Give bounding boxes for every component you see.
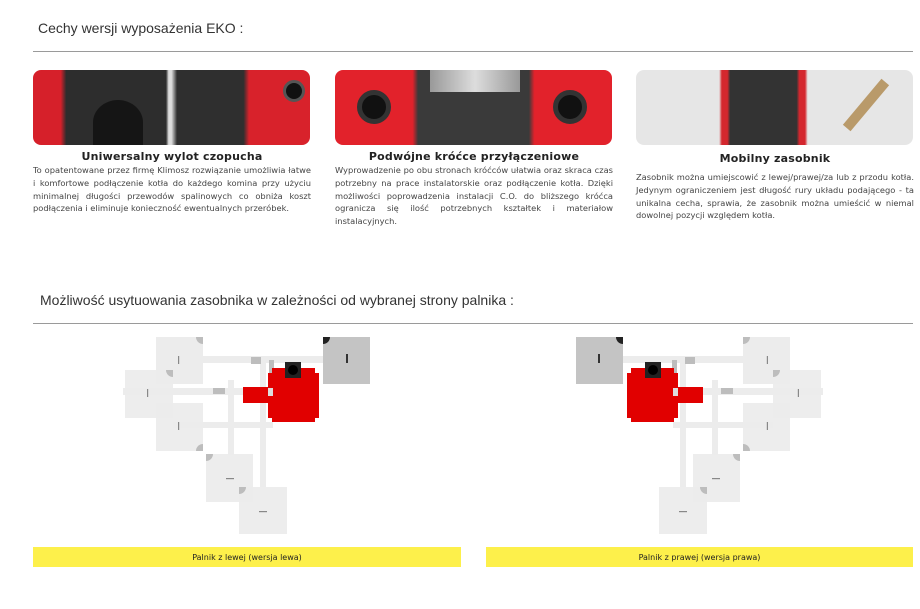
caption-right-burner: Palnik z prawej (wersja prawa) — [486, 547, 913, 567]
feature-title: Uniwersalny wylot czopucha — [81, 150, 263, 163]
left-burner-layout-diagram — [123, 337, 370, 534]
mobile-hopper-photo — [636, 70, 913, 145]
caption-left-burner: Palnik z lewej (wersja lewa) — [33, 547, 461, 567]
feature-text: Zasobnik można umiejscowić z lewej/prawe… — [636, 172, 914, 221]
section-title-features: Cechy wersji wyposażenia EKO : — [38, 20, 244, 36]
right-burner-layout-diagram — [576, 337, 823, 534]
feature-mobile-hopper: Mobilny zasobnik Zasobnik można umiejsco… — [636, 152, 914, 222]
feature-flue-outlet: Uniwersalny wylot czopucha To opatentowa… — [33, 150, 311, 215]
feature-text: To opatentowane przez firmę Klimosz rozw… — [33, 165, 311, 214]
feature-connection-stubs: Podwójne króćce przyłączeniowe Wyprowadz… — [335, 150, 613, 228]
connection-stubs-photo — [335, 70, 612, 145]
divider — [33, 51, 913, 52]
feature-title: Podwójne króćce przyłączeniowe — [368, 150, 580, 163]
feature-text: Wyprowadzenie po obu stronach króćców uł… — [335, 165, 613, 227]
feature-title: Mobilny zasobnik — [719, 152, 831, 165]
flue-outlet-photo — [33, 70, 310, 145]
divider — [33, 323, 913, 324]
section-title-layout: Możliwość usytuowania zasobnika w zależn… — [40, 292, 514, 308]
